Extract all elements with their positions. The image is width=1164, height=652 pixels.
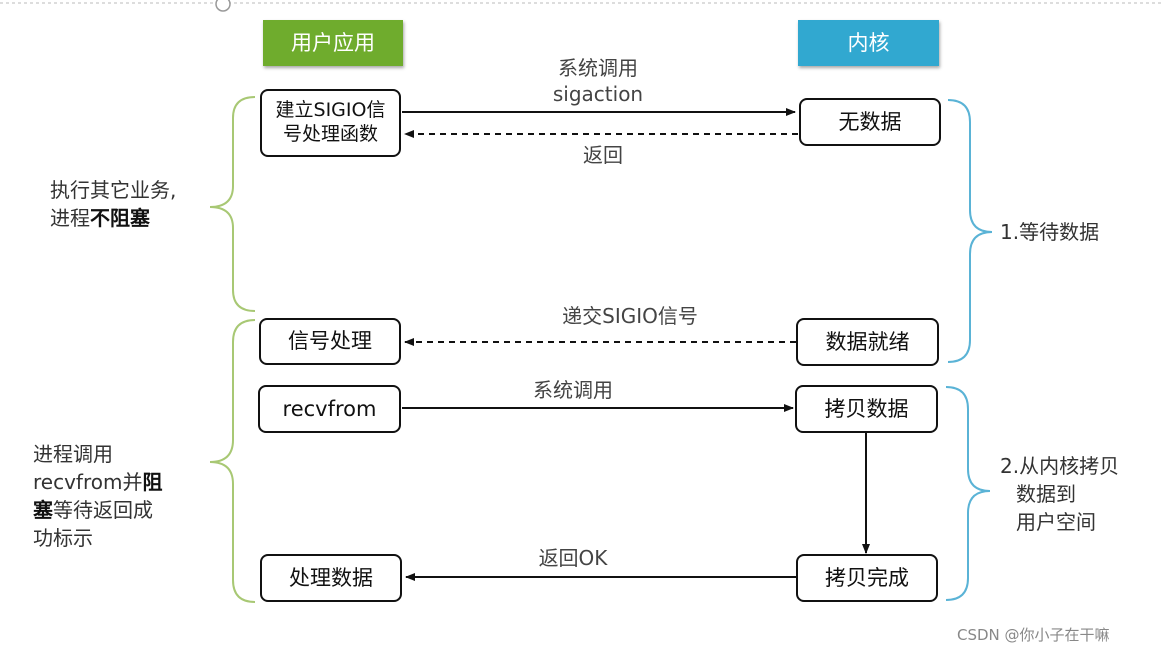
blocking-line1: 进程调用 (33, 442, 113, 466)
blocking-line3-suffix: 等待返回成 (53, 498, 153, 522)
data-ready-box: 数据就绪 (796, 318, 939, 366)
deliver-sigio-label: 递交SIGIO信号 (562, 304, 698, 328)
phase2-line1: 2.从内核拷贝 (1000, 454, 1120, 478)
left-brace-nonblocking (209, 96, 256, 312)
sigaction-call-label: 系统调用 sigaction (528, 55, 668, 107)
recvfrom-syscall-label: 系统调用 (533, 378, 613, 402)
no-data-box: 无数据 (799, 98, 941, 146)
blocking-emphasis-1: 阻 (142, 470, 163, 494)
csdn-watermark: CSDN @你小子在干嘛 (957, 626, 1110, 644)
setup-line1: 建立SIGIO信 (275, 99, 386, 122)
setup-line2: 号处理函数 (282, 123, 378, 145)
return-ok-label: 返回OK (538, 546, 608, 570)
user-app-header: 用户应用 (263, 20, 403, 66)
blocking-line3: 塞等待返回成 (33, 496, 162, 524)
nonblocking-line1: 执行其它业务, (50, 178, 177, 202)
setup-sigio-handler-box: 建立SIGIO信 号处理函数 (260, 89, 401, 157)
nonblocking-line2: 进程不阻塞 (50, 204, 176, 232)
phase1-note: 1.等待数据 (1000, 220, 1100, 244)
top-decoration (0, 0, 1164, 12)
phase2-line2: 数据到 (1016, 482, 1076, 506)
sigaction-line2: sigaction (552, 82, 644, 106)
phase2-line3: 用户空间 (1016, 510, 1096, 534)
copy-done-box: 拷贝完成 (796, 554, 938, 602)
left-brace-blocking (209, 319, 256, 603)
signal-handle-box: 信号处理 (259, 318, 401, 365)
process-data-box: 处理数据 (260, 554, 402, 602)
blocking-line2: recvfrom并阻 (33, 468, 162, 496)
copy-data-box: 拷贝数据 (795, 385, 938, 433)
nonblocking-prefix: 进程 (50, 206, 90, 230)
right-brace-wait-data (947, 99, 993, 363)
right-brace-copy-data (945, 386, 991, 601)
blocking-emphasis-2: 塞 (33, 498, 53, 522)
blocking-line2-prefix: recvfrom并 (33, 470, 143, 494)
blocking-note: 进程调用 recvfrom并阻 塞等待返回成 功标示 (33, 440, 162, 552)
recvfrom-box: recvfrom (258, 385, 401, 433)
sigaction-line1: 系统调用 (558, 56, 638, 80)
kernel-header: 内核 (798, 20, 939, 66)
return-label: 返回 (583, 143, 623, 167)
nonblocking-note: 执行其它业务, 进程不阻塞 (50, 176, 176, 232)
nonblocking-emphasis: 不阻塞 (90, 206, 150, 230)
blocking-line4: 功标示 (33, 526, 93, 550)
phase2-note: 2.从内核拷贝 数据到 用户空间 (1000, 452, 1119, 536)
